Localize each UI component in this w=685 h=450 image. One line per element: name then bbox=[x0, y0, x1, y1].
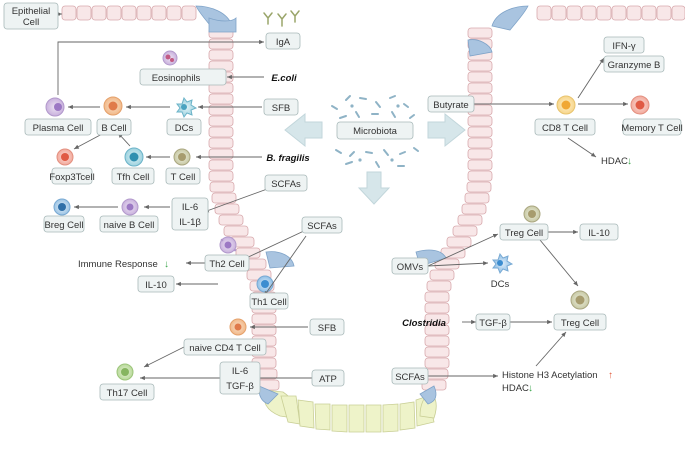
label-microbiota: Microbiota bbox=[353, 126, 398, 137]
label-dcs-left: DCs bbox=[175, 123, 194, 134]
big-arrow-down bbox=[357, 171, 391, 205]
label-boxes bbox=[3, 2, 682, 401]
cd8-t-cell-icon bbox=[556, 95, 576, 115]
iga-antibody-icon bbox=[263, 10, 300, 27]
cell-icons bbox=[45, 50, 650, 381]
down-arrow-hdac-bottom: ↓ bbox=[528, 383, 533, 394]
label-tfh: Tfh Cell bbox=[117, 172, 150, 183]
label-th1: Th1 Cell bbox=[251, 297, 286, 308]
label-il6-1: IL-6 bbox=[182, 202, 198, 213]
label-memory-t: Memory T Cell bbox=[621, 123, 682, 134]
label-hdac-bottom: HDAC bbox=[502, 383, 529, 394]
label-treg-bottom: Treg Cell bbox=[561, 318, 599, 329]
tfh-cell-icon bbox=[124, 147, 144, 167]
th17-cell-icon bbox=[116, 363, 134, 381]
dc-icon-left bbox=[176, 96, 198, 119]
label-b-fragilis: B. fragilis bbox=[266, 153, 309, 164]
label-ecoli: E.coli bbox=[271, 73, 297, 84]
down-arrow-hdac-top: ↓ bbox=[627, 156, 632, 167]
breg-cell-icon bbox=[53, 198, 71, 216]
crypt-base bbox=[263, 389, 437, 433]
label-eosinophils: Eosinophils bbox=[152, 73, 201, 84]
label-il10-right: IL-10 bbox=[588, 228, 610, 239]
label-il6-2: IL-6 bbox=[232, 366, 248, 377]
label-naive-b: naive B Cell bbox=[104, 220, 155, 231]
label-plasma-cell: Plasma Cell bbox=[33, 123, 84, 134]
label-iga: IgA bbox=[276, 37, 291, 48]
label-il10-left: IL-10 bbox=[145, 280, 167, 291]
label-epithelial-1: Epithelial bbox=[12, 6, 51, 17]
label-th2: Th2 Cell bbox=[209, 259, 244, 270]
treg-cell-icon-top bbox=[523, 205, 541, 223]
label-epithelial-2: Cell bbox=[23, 17, 39, 28]
label-il1b: IL-1β bbox=[179, 217, 201, 228]
label-sfb-mid: SFB bbox=[318, 323, 336, 334]
up-arrow-histone: ↑ bbox=[608, 370, 613, 381]
label-immune-response: Immune Response bbox=[78, 259, 158, 270]
epithelium-right-column bbox=[421, 27, 493, 391]
label-naive-cd4: naive CD4 T Cell bbox=[189, 343, 260, 354]
b-cell-icon bbox=[103, 96, 123, 116]
th1-cell-icon bbox=[256, 275, 274, 293]
label-clostridia: Clostridia bbox=[402, 318, 446, 329]
label-scfas-2: SCFAs bbox=[307, 221, 337, 232]
label-b-cell: B Cell bbox=[101, 123, 126, 134]
label-breg: Breg Cell bbox=[44, 220, 83, 231]
label-tgfb-left: TGF-β bbox=[226, 381, 254, 392]
label-th17: Th17 Cell bbox=[107, 388, 148, 399]
treg-cell-icon-bottom bbox=[570, 290, 590, 310]
th2-cell-icon bbox=[219, 236, 237, 254]
label-cd8: CD8 T Cell bbox=[542, 123, 588, 134]
label-t-cell: T Cell bbox=[171, 172, 196, 183]
memory-t-cell-icon bbox=[630, 95, 650, 115]
down-arrow-immune: ↓ bbox=[164, 259, 169, 270]
plasma-cell-icon bbox=[45, 97, 65, 117]
label-granzyme: Granzyme B bbox=[608, 60, 661, 71]
label-ifng: IFN-γ bbox=[612, 41, 635, 52]
label-foxp3: Foxp3Tcell bbox=[49, 172, 94, 183]
label-omvs: OMVs bbox=[397, 262, 424, 273]
t-cell-icon bbox=[173, 148, 191, 166]
label-butyrate: Butyrate bbox=[433, 100, 468, 111]
label-hdac-top: HDAC bbox=[601, 156, 628, 167]
label-atp: ATP bbox=[319, 374, 337, 385]
label-scfas-1: SCFAs bbox=[271, 179, 301, 190]
label-sfb-top: SFB bbox=[272, 103, 290, 114]
label-tgfb-right: TGF-β bbox=[479, 318, 507, 329]
epithelium-top-right bbox=[536, 5, 685, 21]
naive-cd4-t-cell-icon bbox=[229, 318, 247, 336]
epithelium-top-left bbox=[61, 5, 197, 21]
dc-icon-right bbox=[492, 252, 514, 275]
big-arrow-left bbox=[284, 112, 323, 148]
labels: Epithelial Cell IgA Eosinophils E.coli S… bbox=[12, 6, 683, 399]
naive-b-cell-icon bbox=[121, 198, 139, 216]
bacteria-cluster bbox=[331, 95, 419, 168]
big-arrow-right bbox=[427, 112, 466, 148]
label-scfas-right: SCFAs bbox=[395, 372, 425, 383]
arrows bbox=[57, 11, 628, 381]
big-arrows bbox=[284, 112, 466, 205]
label-histone: Histone H3 Acetylation bbox=[502, 370, 598, 381]
label-dcs-right: DCs bbox=[491, 279, 510, 290]
label-treg-top: Treg Cell bbox=[505, 228, 543, 239]
eosinophil-icon bbox=[162, 50, 178, 66]
foxp3-t-cell-icon bbox=[56, 148, 74, 166]
